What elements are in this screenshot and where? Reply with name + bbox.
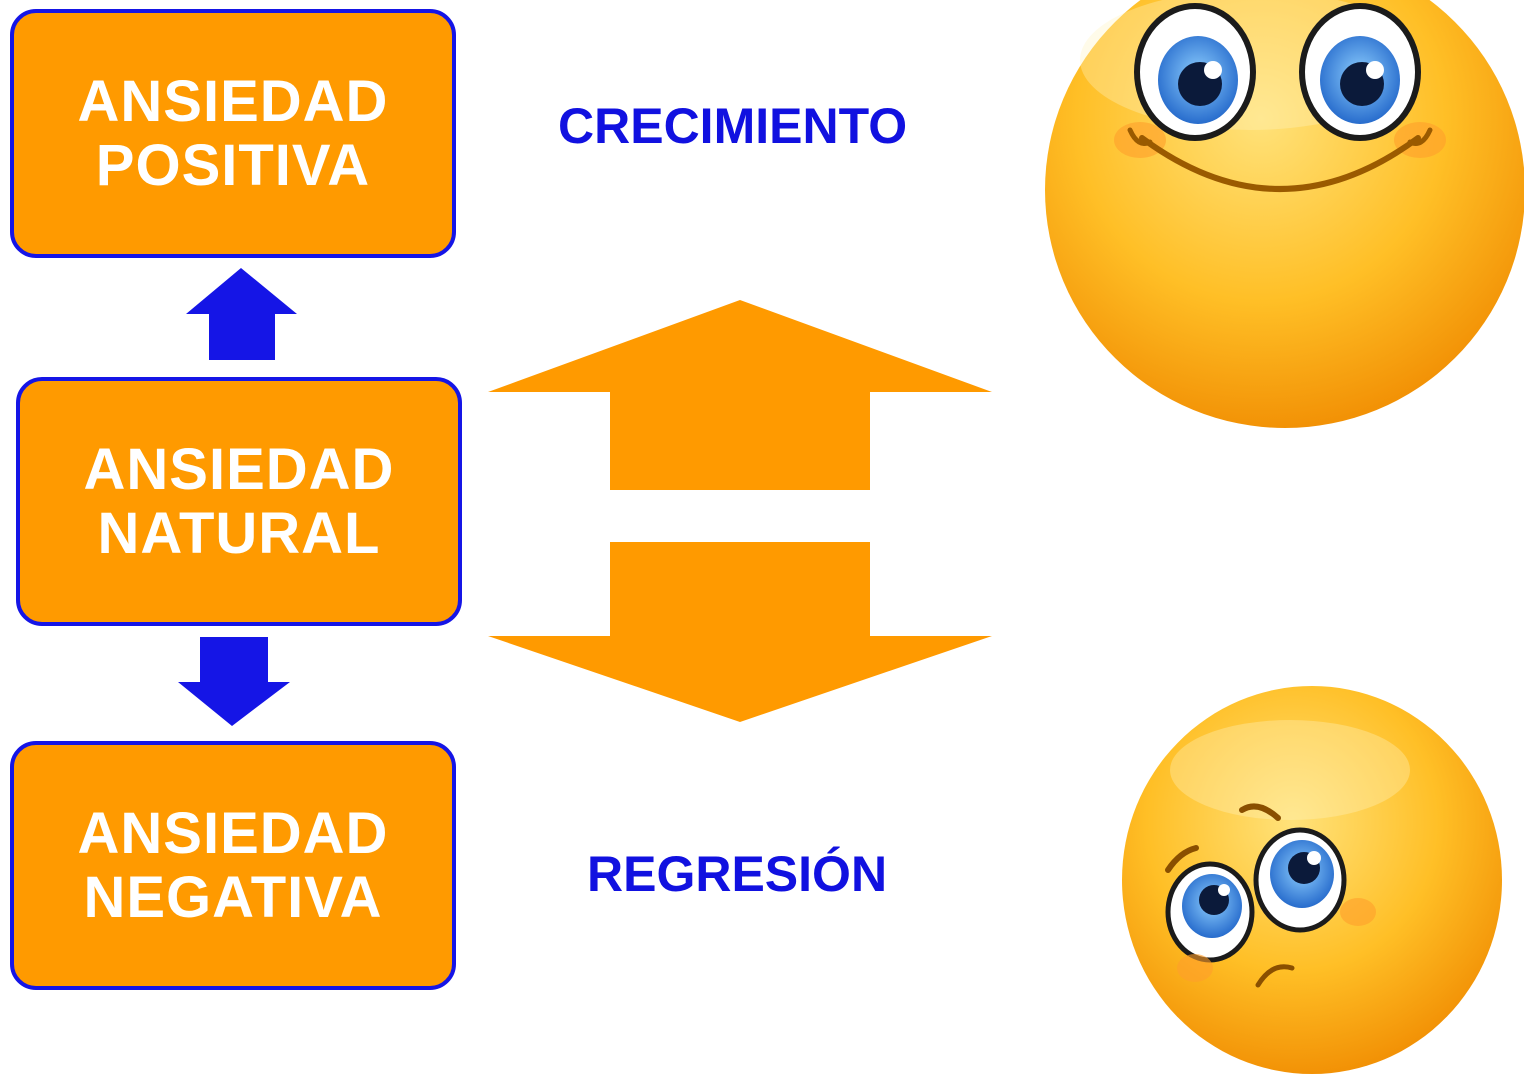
big-arrow-up-icon: [488, 300, 992, 490]
box-negativa-line1: ANSIEDAD: [77, 800, 389, 866]
box-negativa-line2: NEGATIVA: [83, 864, 383, 930]
arrow-down-icon: [178, 637, 290, 726]
box-natural-line2: NATURAL: [97, 500, 381, 566]
sad-face-icon: [1122, 686, 1502, 1074]
happy-face-icon: [1045, 0, 1524, 428]
box-ansiedad-negativa: ANSIEDAD NEGATIVA: [10, 741, 456, 990]
box-ansiedad-natural: ANSIEDAD NATURAL: [16, 377, 462, 626]
label-regresion: REGRESIÓN: [587, 846, 888, 902]
box-natural-line1: ANSIEDAD: [83, 436, 395, 502]
label-crecimiento: CRECIMIENTO: [558, 98, 908, 154]
arrow-up-icon: [186, 268, 297, 360]
box-positiva-line1: ANSIEDAD: [77, 68, 389, 134]
box-positiva-line2: POSITIVA: [95, 132, 371, 198]
big-arrow-down-icon: [488, 542, 992, 722]
box-ansiedad-positiva: ANSIEDAD POSITIVA: [10, 9, 456, 258]
